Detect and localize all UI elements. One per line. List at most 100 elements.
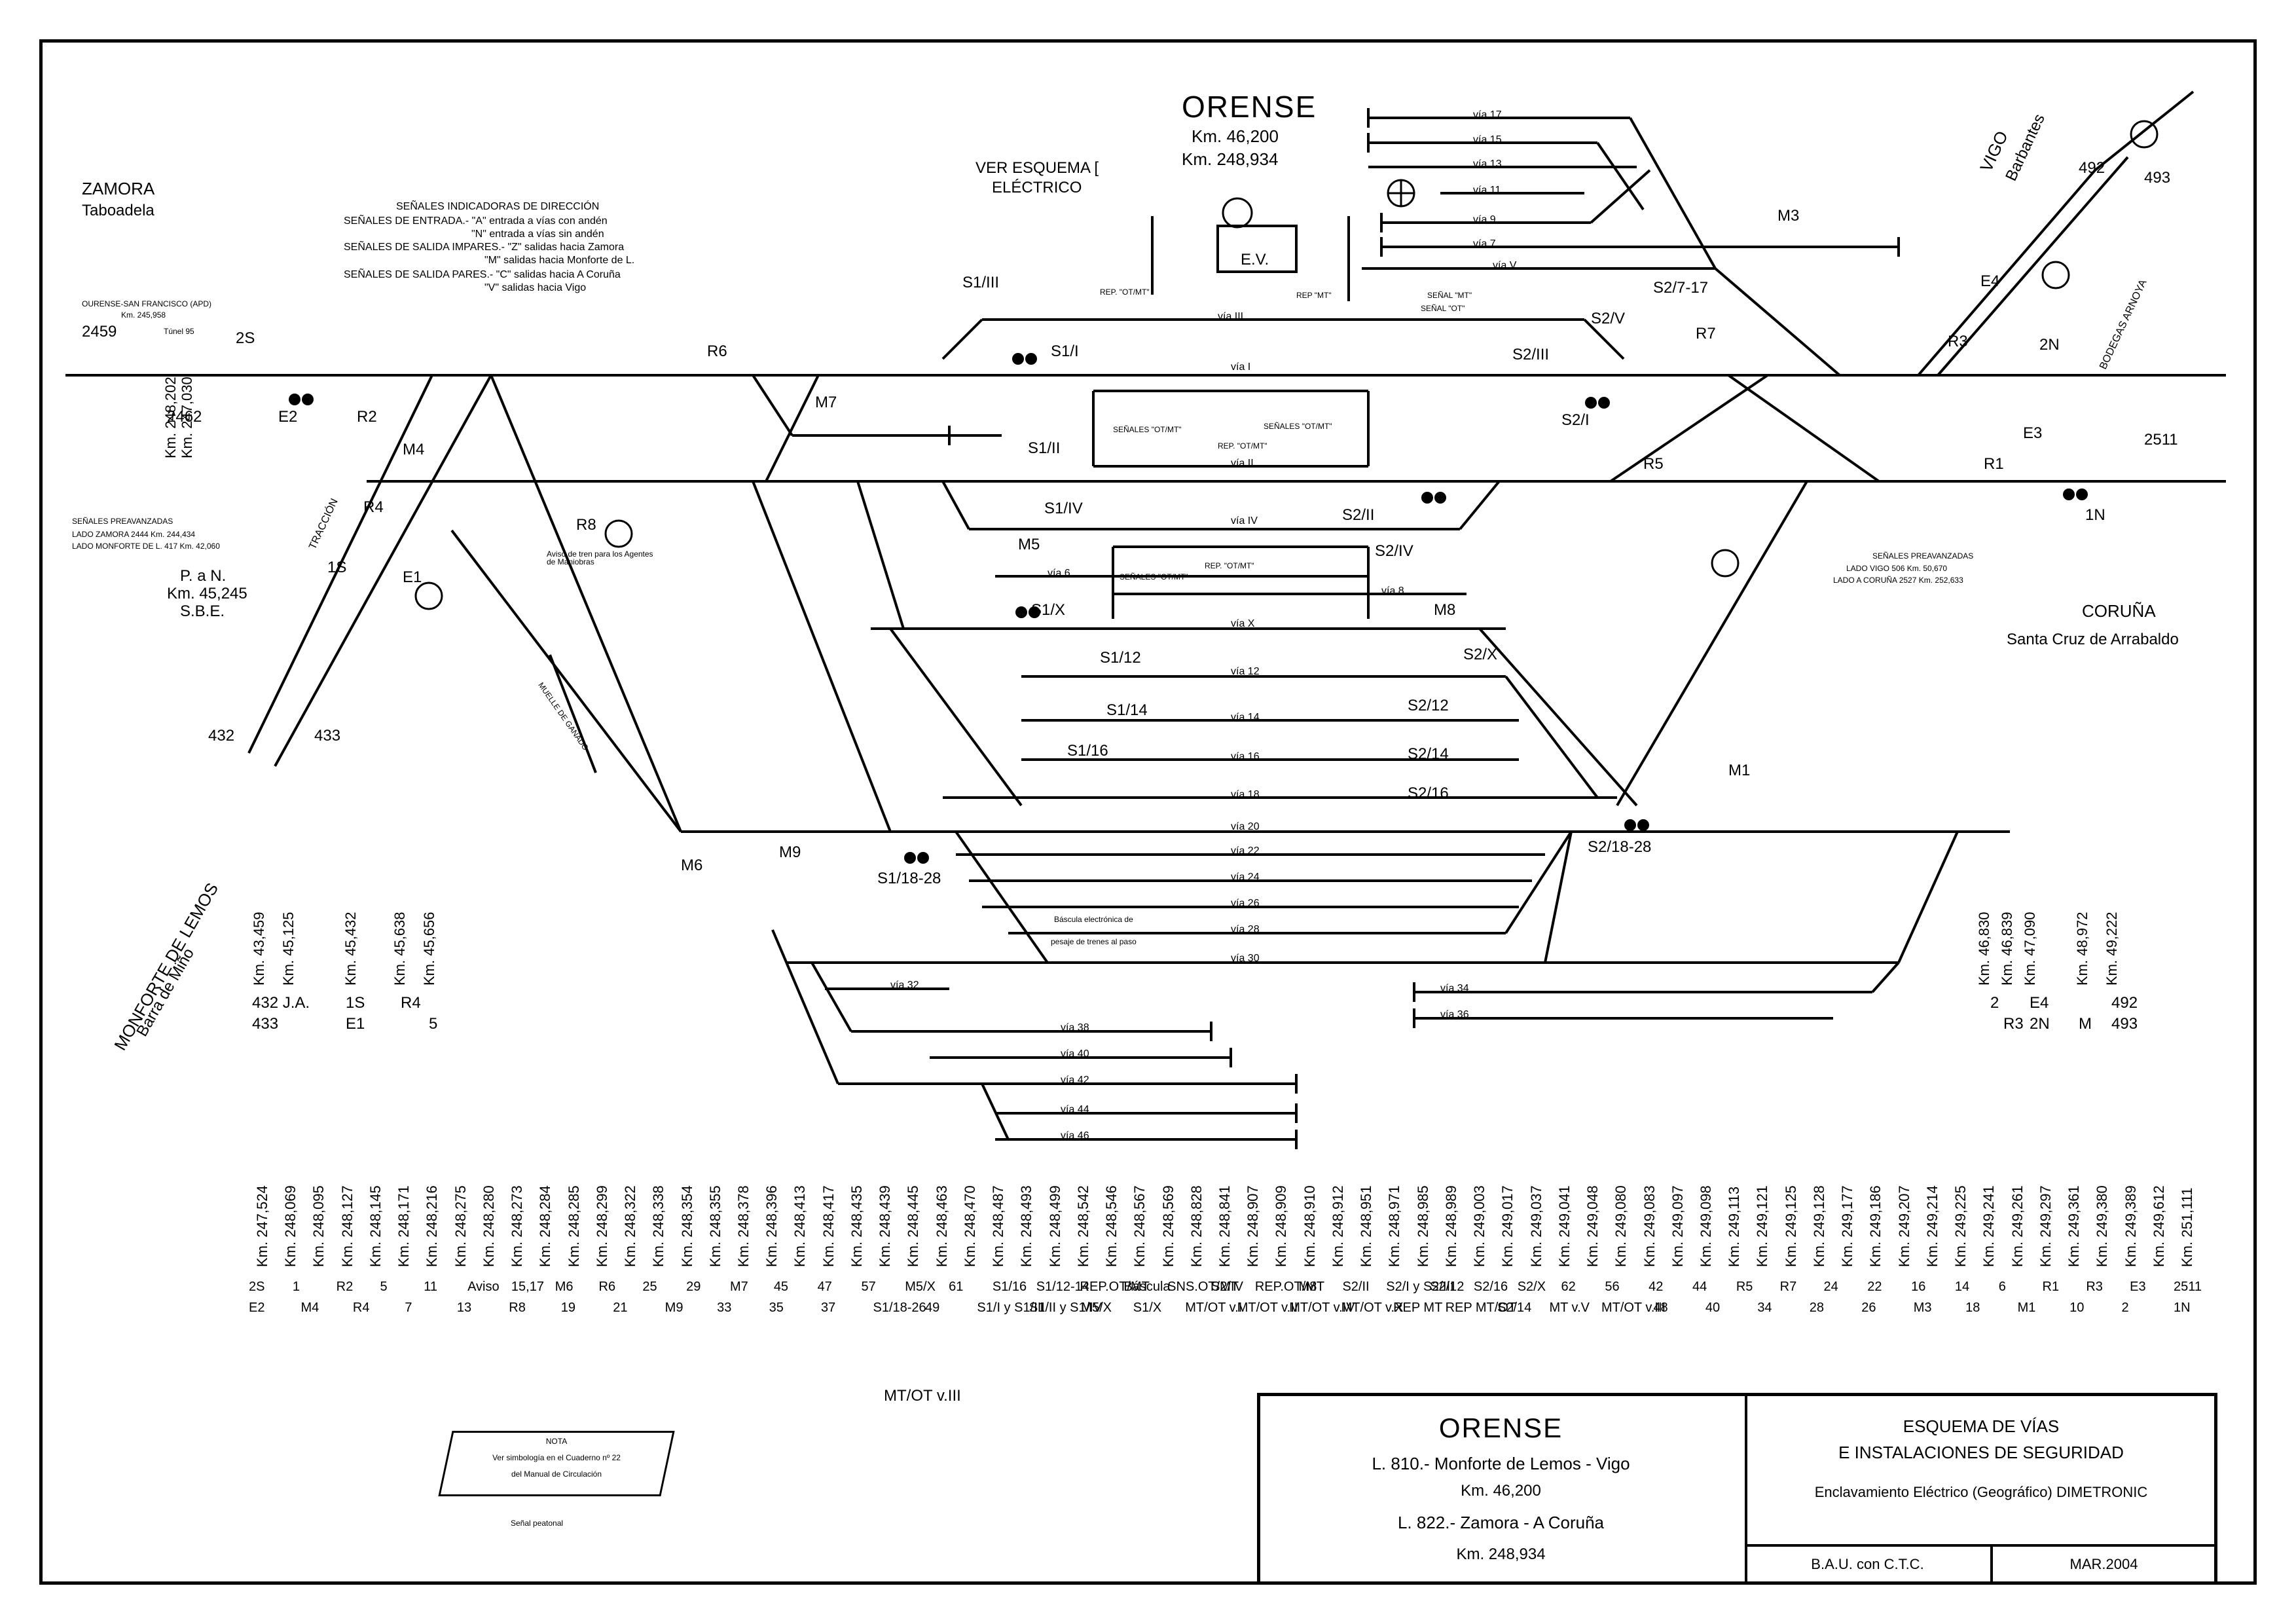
lbl-v30: vía 30 bbox=[1231, 953, 1260, 964]
bottom-label: 2 bbox=[2121, 1301, 2129, 1315]
km-bottom-item: Km. 247,524 bbox=[254, 1185, 270, 1267]
station-km-2: Km. 248,934 bbox=[1182, 149, 1279, 169]
lbl-v16: vía 16 bbox=[1231, 751, 1260, 762]
title-block-vline bbox=[1990, 1544, 1993, 1585]
bottom-label: R3 bbox=[2086, 1280, 2103, 1294]
bottom-label: M5/X bbox=[1081, 1301, 1112, 1315]
nota-peatonal: Señal peatonal bbox=[511, 1519, 564, 1528]
sig-s2-v: S2/V bbox=[1591, 310, 1626, 327]
km-right-2b: 2N bbox=[2030, 1015, 2050, 1033]
bottom-label: 47 bbox=[817, 1280, 832, 1294]
bottom-label: 40 bbox=[1705, 1301, 1721, 1315]
bottom-label: SNS.OT/MT bbox=[1167, 1280, 1239, 1294]
station-km-1: Km. 46,200 bbox=[1192, 126, 1279, 146]
bottom-label: 26 bbox=[1861, 1301, 1876, 1315]
lbl-vIII: vía III bbox=[1218, 311, 1244, 322]
legend-l3b: "V" salidas hacia Vigo bbox=[484, 282, 587, 293]
km-left-0: Km. 43,459 bbox=[251, 912, 267, 986]
sbe: S.B.E. bbox=[180, 602, 225, 620]
legend-l2a: SEÑALES DE SALIDA IMPARES.- "Z" salidas … bbox=[344, 242, 625, 253]
bottom-label: 28 bbox=[1809, 1301, 1825, 1315]
lbl-v26: vía 26 bbox=[1231, 898, 1260, 909]
lbl-v22: vía 22 bbox=[1231, 845, 1260, 857]
km-bottom-item: Km. 248,171 bbox=[395, 1185, 412, 1267]
km-right-4b: 493 bbox=[2111, 1015, 2138, 1033]
sig-m9: M9 bbox=[779, 843, 801, 861]
tb-bau: B.A.U. con C.T.C. bbox=[1811, 1556, 1924, 1572]
bottom-label: 45 bbox=[773, 1280, 789, 1294]
bottom-label: S1/II y S1/IV bbox=[1029, 1301, 1102, 1315]
km-bottom-item: Km. 249,128 bbox=[1810, 1185, 1827, 1267]
bottom-label: 1N bbox=[2174, 1301, 2191, 1315]
bottom-label: S2/I y S2/III bbox=[1386, 1280, 1454, 1294]
bottom-label: S1/X bbox=[1133, 1301, 1162, 1315]
bottom-label: M1 bbox=[2017, 1301, 2036, 1315]
prean-right-title: SEÑALES PREAVANZADAS bbox=[1872, 551, 1974, 561]
bottom-label: 22 bbox=[1867, 1280, 1882, 1294]
sig-2511: 2511 bbox=[2144, 431, 2178, 449]
bottom-label: 14 bbox=[1954, 1280, 1970, 1294]
bottom-label: M6 bbox=[555, 1280, 574, 1294]
sig-432: 432 bbox=[208, 727, 235, 745]
km-bottom-item: Km. 248,435 bbox=[848, 1185, 865, 1267]
lbl-v7: vía 7 bbox=[1473, 238, 1496, 249]
km-bottom-item: Km. 249,177 bbox=[1839, 1185, 1856, 1267]
rep-otmt-1: REP. "OT/MT" bbox=[1218, 441, 1267, 451]
sig-s2-ii: S2/II bbox=[1342, 506, 1375, 524]
sig-493: 493 bbox=[2144, 169, 2171, 187]
sig-1s: 1S bbox=[327, 559, 347, 576]
km-bottom-item: Km. 248,542 bbox=[1074, 1185, 1091, 1267]
km-bottom-item: Km. 248,439 bbox=[877, 1185, 894, 1267]
km-bottom-item: Km. 249,048 bbox=[1584, 1185, 1601, 1267]
sig-s1-16: S1/16 bbox=[1067, 742, 1108, 760]
km-bottom-item: Km. 248,487 bbox=[990, 1185, 1007, 1267]
bottom-label: 33 bbox=[717, 1301, 732, 1315]
sig-r4: R4 bbox=[363, 498, 384, 516]
dir-taboadela: Taboadela bbox=[82, 202, 155, 219]
lbl-v28: vía 28 bbox=[1231, 924, 1260, 935]
tb-line1-km: Km. 46,200 bbox=[1461, 1482, 1541, 1500]
km-bottom-item: Km. 248,069 bbox=[282, 1185, 299, 1267]
tb-date: MAR.2004 bbox=[2069, 1556, 2138, 1572]
bottom-label: REP.OT/MT bbox=[1080, 1280, 1150, 1294]
legend-l2b: "M" salidas hacia Monforte de L. bbox=[484, 255, 635, 266]
bottom-label: R4 bbox=[352, 1301, 370, 1315]
bottom-label: 42 bbox=[1649, 1280, 1664, 1294]
km-bottom-item: Km. 249,017 bbox=[1499, 1185, 1516, 1267]
km-bottom-item: Km. 248,971 bbox=[1386, 1185, 1403, 1267]
km-bottom-item: Km. 248,322 bbox=[622, 1185, 639, 1267]
bottom-label: M7 bbox=[730, 1280, 748, 1294]
km-left-2a: 1S bbox=[346, 994, 365, 1012]
prean-left-1: LADO ZAMORA 2444 Km. 244,434 bbox=[72, 530, 196, 539]
lbl-v46: vía 46 bbox=[1061, 1130, 1089, 1141]
km-bottom-item: Km. 248,354 bbox=[678, 1185, 695, 1267]
km-left-3a: R4 bbox=[401, 994, 421, 1012]
km-bottom-item: Km. 249,297 bbox=[2037, 1185, 2054, 1267]
sig-s1-12: S1/12 bbox=[1100, 649, 1141, 667]
sig-r2: R2 bbox=[357, 408, 377, 426]
km-bottom-item: Km. 248,907 bbox=[1245, 1185, 1262, 1267]
sig-492: 492 bbox=[2079, 159, 2105, 177]
lbl-v24: vía 24 bbox=[1231, 872, 1260, 883]
lbl-v32: vía 32 bbox=[890, 980, 919, 991]
sig-r6: R6 bbox=[707, 342, 727, 360]
sig-e4: E4 bbox=[1980, 272, 2000, 290]
km-bottom-item: Km. 249,186 bbox=[1867, 1185, 1884, 1267]
sig-s2-16: S2/16 bbox=[1408, 784, 1449, 802]
bottom-label: 29 bbox=[686, 1280, 701, 1294]
bottom-label: MT/OT v.I bbox=[1185, 1301, 1243, 1315]
sig-2s: 2S bbox=[236, 329, 255, 347]
lbl-v38: vía 38 bbox=[1061, 1022, 1089, 1033]
km-bottom-item: Km. 248,951 bbox=[1358, 1185, 1375, 1267]
km-bottom-item: Km. 249,041 bbox=[1556, 1185, 1573, 1267]
nota-l1: Ver simbología en el Cuaderno nº 22 bbox=[492, 1453, 621, 1462]
bottom-label: 21 bbox=[613, 1301, 628, 1315]
tunel: Túnel 95 bbox=[164, 327, 194, 336]
lbl-v44: vía 44 bbox=[1061, 1104, 1089, 1115]
pan-km: Km. 45,245 bbox=[167, 585, 247, 602]
bottom-label: 2S bbox=[249, 1280, 265, 1294]
km-bottom-item: Km. 248,396 bbox=[763, 1185, 780, 1267]
sig-1n: 1N bbox=[2085, 506, 2105, 524]
lbl-vV: vía V bbox=[1493, 260, 1517, 271]
bottom-label: S2/IV bbox=[1211, 1280, 1243, 1294]
